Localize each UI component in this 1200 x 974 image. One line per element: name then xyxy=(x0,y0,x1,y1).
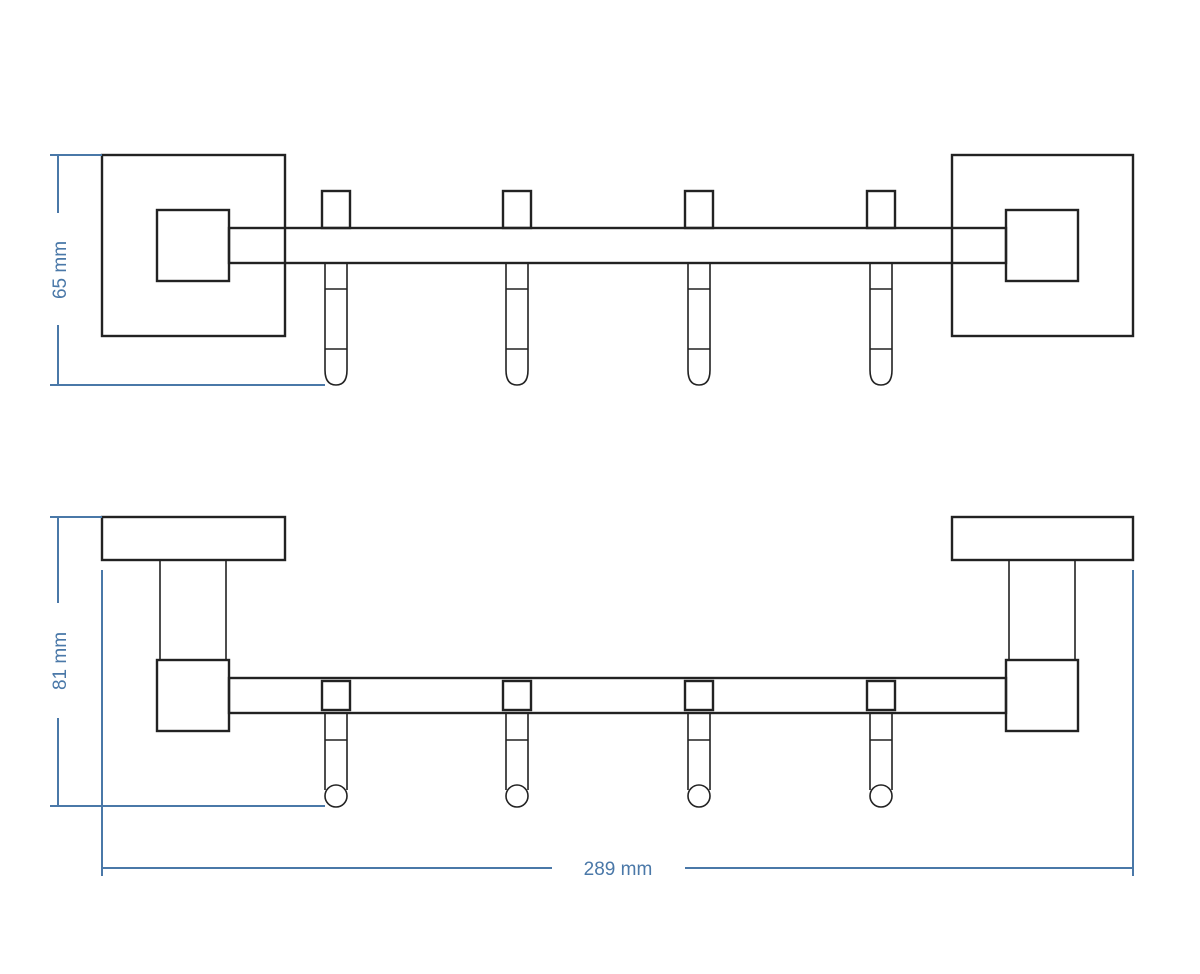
side-hook xyxy=(683,679,715,808)
side-bar xyxy=(227,676,1008,715)
top-hook xyxy=(320,189,352,386)
left-mount-block xyxy=(155,208,231,283)
side-hook xyxy=(501,679,533,808)
dimension-label-65: 65 mm xyxy=(50,241,71,299)
right-wall-plate xyxy=(950,153,1135,338)
top-hook xyxy=(683,189,715,386)
left-wall-plate xyxy=(100,153,287,338)
dimension-label-81: 81 mm xyxy=(50,632,71,690)
side-hook xyxy=(865,679,897,808)
left-post xyxy=(159,559,227,661)
top-view: 65 mm xyxy=(50,153,1135,386)
top-bar xyxy=(227,226,1008,265)
left-side-block xyxy=(155,658,231,733)
top-hook xyxy=(865,189,897,386)
dimension-65: 65 mm xyxy=(50,154,325,386)
right-side-block xyxy=(1004,658,1080,733)
right-side-plate xyxy=(950,515,1135,562)
top-hook xyxy=(501,189,533,386)
right-mount-block xyxy=(1004,208,1080,283)
right-post xyxy=(1008,559,1076,661)
dimension-label-289: 289 mm xyxy=(584,859,653,880)
dimension-81: 81 mm xyxy=(50,516,325,807)
side-hook xyxy=(320,679,352,808)
left-side-plate xyxy=(100,515,287,562)
dimension-289: 289 mm xyxy=(101,570,1134,880)
side-view: 81 mm 289 mm xyxy=(50,515,1135,880)
